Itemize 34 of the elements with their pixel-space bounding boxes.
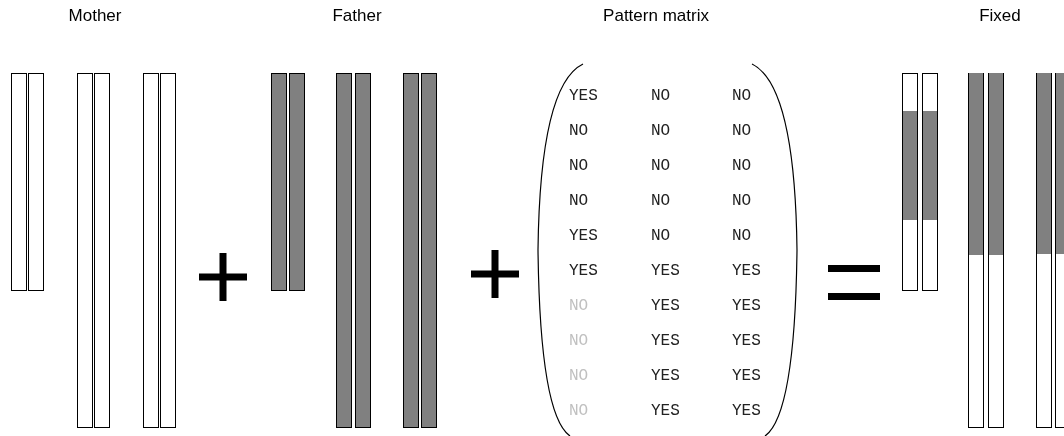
matrix-heading: Pattern matrix	[603, 6, 709, 26]
matrix-entry: NO	[732, 192, 752, 210]
matrix-entry: YES	[569, 262, 598, 280]
matrix-entry: YES	[651, 332, 680, 350]
matrix-entry: NO	[569, 297, 589, 315]
matrix-entry: NO	[732, 122, 752, 140]
matrix-entry: NO	[569, 367, 589, 385]
matrix-entry: YES	[651, 297, 680, 315]
matrix-entry: NO	[569, 332, 589, 350]
matrix-entry: YES	[569, 227, 598, 245]
matrix-entry: NO	[569, 402, 589, 420]
matrix-entry: YES	[651, 262, 680, 280]
fixed-heading: Fixed	[979, 6, 1021, 26]
matrix-entry: NO	[732, 227, 752, 245]
matrix-entry: NO	[651, 87, 671, 105]
matrix-entry: YES	[569, 87, 598, 105]
matrix-entry: NO	[569, 157, 589, 175]
matrix-entry: NO	[732, 87, 752, 105]
mother-heading: Mother	[68, 6, 122, 26]
matrix-entry: YES	[732, 297, 761, 315]
matrix-entry: YES	[732, 332, 761, 350]
matrix-entry: NO	[651, 157, 671, 175]
matrix-entry: YES	[651, 367, 680, 385]
matrix-entry: NO	[569, 122, 589, 140]
matrix-entry: YES	[732, 367, 761, 385]
matrix-entry: NO	[651, 122, 671, 140]
matrix-entry: NO	[732, 157, 752, 175]
father-heading: Father	[332, 6, 382, 26]
matrix-entry: YES	[732, 262, 761, 280]
matrix-entry: YES	[651, 402, 680, 420]
matrix-entry: YES	[732, 402, 761, 420]
matrix-entry: NO	[569, 192, 589, 210]
matrix-entry: NO	[651, 192, 671, 210]
matrix-entry: NO	[651, 227, 671, 245]
